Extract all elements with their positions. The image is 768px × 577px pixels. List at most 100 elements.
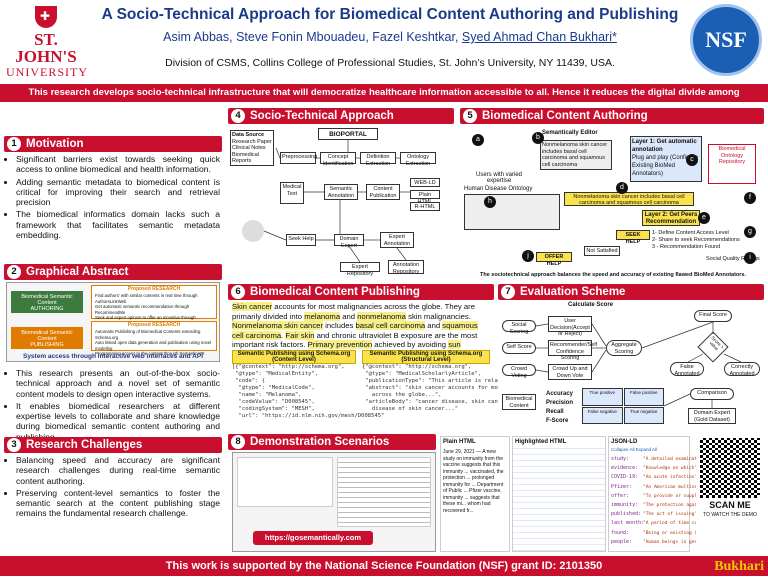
human-disease-label: Human Disease Ontology — [464, 186, 533, 192]
highlighted-term: Nonmelanoma skin cancer — [232, 321, 324, 331]
json-key: people: — [611, 538, 633, 545]
section-7-number: 7 — [501, 285, 515, 299]
content-level-caption: Semantic Publishing using Schema.org (Co… — [232, 350, 356, 364]
paragraph-text: and chronic ultraviolet B exposure are t… — [232, 330, 478, 350]
json-value: "Knowledge on which" — [643, 466, 698, 472]
json-key: Pfizer: — [611, 483, 633, 490]
pipeline-step: Concept Identification — [320, 152, 356, 167]
domain-expert-box: Domain Expert — [334, 234, 364, 249]
marker-f: f — [744, 192, 756, 204]
cm-cell: True positive — [582, 388, 623, 406]
banner: This research develops socio-technical i… — [0, 84, 768, 116]
list-item: Balancing speed and accuracy are signifi… — [16, 455, 220, 486]
publishing-research-box: Proposed RESEARCH Automatic Publishing o… — [91, 321, 217, 356]
left-node: Social Scoring — [502, 320, 536, 335]
expert-annotation-box: Expert Annotation — [380, 232, 414, 248]
highlighted-html-panel: Highlighted HTML — [512, 436, 606, 552]
confusion-matrix: True positive False positive False negat… — [582, 388, 664, 424]
json-key: immunity: — [611, 502, 639, 509]
cm-cell: False negative — [582, 406, 623, 424]
section-4-number: 4 — [231, 109, 245, 123]
highlighted-term: Primary prevention — [307, 340, 373, 350]
editor-label: Semantically Editor — [542, 130, 598, 136]
list-item: Precision — [546, 400, 574, 406]
header: ST. JOHN'S UNIVERSITY A Socio-Technical … — [0, 0, 768, 83]
json-value: "Being or existing i" — [643, 530, 700, 536]
shield-icon — [35, 6, 57, 28]
section-3-header: 3 Research Challenges — [4, 437, 222, 453]
list-item: Biomedical Reports — [232, 151, 259, 165]
json-value: "A detailed examinat" — [643, 457, 700, 462]
paragraph-text: achieved by avoiding — [372, 340, 449, 350]
mid-node: User Decision(Accept or Reject) — [548, 316, 592, 337]
content-level-code: [{"@context": "http://schema.org", "@typ… — [232, 364, 385, 419]
annotated-sentence: Nonmelanoma skin cancer includes basal c… — [564, 192, 694, 206]
output-box: R-HTML — [410, 202, 440, 211]
offer-help-button: OFFER HELP — [536, 252, 572, 267]
comparison-node: Comparison — [690, 388, 734, 400]
left-node: Self Score — [502, 342, 536, 354]
section-6-title: Biomedical Content Publishing — [250, 286, 420, 298]
qr-code-icon[interactable] — [700, 438, 760, 498]
list-item: F-Score — [546, 418, 569, 424]
list-item: 2- Share to seek Recommendations — [652, 237, 740, 243]
list-item: Automatic Publishing of Biomedical Conte… — [95, 329, 201, 340]
highlighted-html-label: Highlighted HTML — [513, 437, 605, 447]
section-7-title: Evaluation Scheme — [520, 286, 626, 298]
json-value: "An acute infection" — [643, 475, 698, 481]
paragraph-text: and — [340, 311, 358, 321]
section-2-number: 2 — [7, 265, 21, 279]
correct-annotated-node: Correctly Annotated — [724, 362, 760, 377]
authoring-tag: Proposed RESEARCH — [127, 286, 181, 292]
seek-help-box: Seek Help — [286, 234, 316, 246]
socio-technical-diagram: Data Source Research Paper Clinical Note… — [228, 126, 454, 282]
list-item: It enables biomedical researchers at dif… — [16, 401, 220, 442]
paragraph-text: includes — [323, 321, 356, 331]
section-3-number: 3 — [7, 438, 21, 452]
editor-screenshot: Nonmelanoma skin cancer includes basal c… — [540, 140, 612, 170]
aggregate-node: Aggregate Scoring — [606, 340, 642, 356]
section-1-title: Motivation — [26, 138, 84, 150]
data-source-box: Data Source Research Paper Clinical Note… — [230, 130, 274, 166]
structural-level-code: {"@context": "http://schema.org", "@type… — [362, 364, 577, 412]
data-source-title: Data Source — [232, 132, 265, 138]
final-score-node: Final Score — [694, 310, 732, 322]
cm-cell: False positive — [623, 388, 664, 406]
collapse-controls[interactable]: Collapse All Expand All — [611, 447, 658, 452]
highlighted-term: melanoma — [304, 311, 341, 321]
editor-demo-screenshot: https://gosemantically.com — [232, 452, 436, 552]
layer2-box: Layer 2: Get Peers Recommendation — [642, 210, 700, 226]
highlighted-term: Skin cancer — [232, 302, 273, 311]
gold-dataset-node: Domain Expert (Gold Dataset) — [688, 408, 736, 424]
jsonld-label: JSON-LD — [611, 439, 638, 445]
plain-html-panel: Plain HTML June 29, 2021 — A new study o… — [440, 436, 510, 552]
json-key: published: — [611, 511, 642, 518]
list-item: Auto linked open data generation and pub… — [95, 340, 212, 351]
marker-a: a — [472, 134, 484, 146]
corresponding-author: Syed Ahmad Chan Bukhari* — [461, 30, 617, 44]
section-8-title: Demonstration Scenarios — [250, 436, 390, 448]
list-item: Research Paper — [232, 138, 272, 145]
json-key: found: — [611, 529, 630, 536]
scan-sub-label: TO WATCH THE DEMO — [703, 512, 757, 518]
annotation-repository: Annotation Repository — [388, 260, 424, 275]
json-value: "The protection again" — [643, 503, 703, 509]
authoring-caption: The sociotechnical approach balances the… — [480, 272, 747, 278]
affiliation: Division of CSMS, Collins College of Pro… — [165, 57, 615, 69]
section-5-title: Biomedical Content Authoring — [482, 110, 648, 122]
list-item: Significant barriers exist towards seeki… — [16, 154, 220, 175]
demo-url-link[interactable]: https://gosemantically.com — [253, 531, 373, 545]
json-value: "The act of issuing" — [643, 512, 698, 518]
json-value: "A period of time co" — [643, 521, 700, 527]
expert-repository: Expert Repository — [340, 262, 380, 277]
st-johns-logo: ST. JOHN'S UNIVERSITY — [6, 6, 87, 79]
section-3-title: Research Challenges — [26, 439, 143, 451]
publishing-block: Biomedical Semantic Content PUBLISHING — [11, 327, 83, 349]
list-item: Programming access to the content throug… — [95, 351, 205, 356]
list-item: This research presents an out-of-the-box… — [16, 368, 220, 399]
user-icon — [242, 220, 264, 242]
layer1-box: Layer 1: Get automatic annotation Plug a… — [630, 136, 702, 182]
